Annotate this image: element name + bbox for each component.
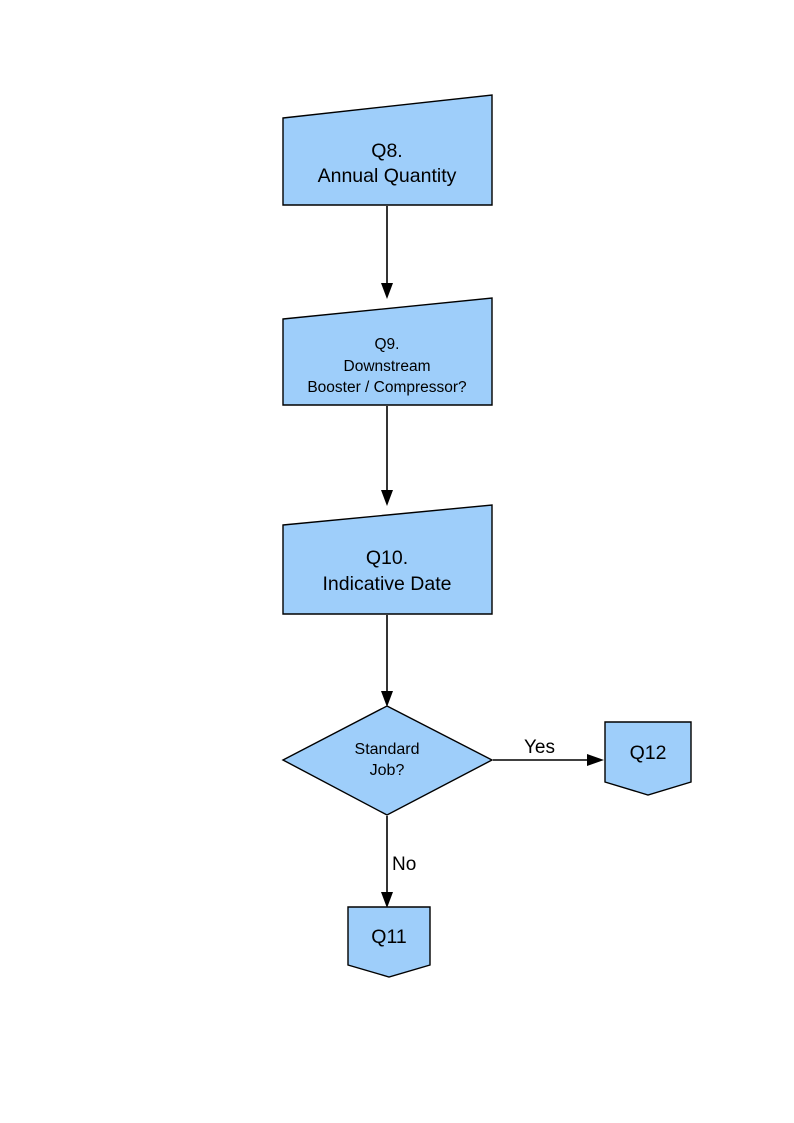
node-q10[interactable]: Q10. Indicative Date — [282, 504, 493, 615]
node-q12[interactable]: Q12 — [604, 721, 692, 796]
decision-label-line1: Standard — [355, 741, 420, 758]
node-decision-standard-job[interactable]: Standard Job? — [281, 705, 494, 816]
edge-decision-to-q12: Yes — [493, 737, 604, 766]
q9-label-line3: Booster / Compressor? — [307, 379, 467, 396]
q10-label-line2: Indicative Date — [323, 573, 452, 595]
q11-shape[interactable] — [347, 906, 431, 978]
q9-label-line1: Q9. — [375, 336, 400, 353]
q8-shape[interactable] — [282, 94, 493, 206]
edge-no-label: No — [392, 854, 416, 875]
edge-q10-decision-arrowhead — [381, 691, 393, 707]
node-q11[interactable]: Q11 — [347, 906, 431, 978]
edge-yes-label: Yes — [524, 737, 555, 758]
edge-no-arrowhead — [381, 892, 393, 908]
edge-q8-q9-arrowhead — [381, 283, 393, 299]
edge-decision-to-q11: No — [381, 816, 416, 908]
edge-yes-arrowhead — [587, 754, 604, 766]
edge-q9-to-q10 — [381, 406, 393, 506]
node-q8[interactable]: Q8. Annual Quantity — [282, 94, 493, 206]
q11-label: Q11 — [371, 926, 406, 948]
decision-shape[interactable] — [281, 705, 494, 816]
q12-shape[interactable] — [604, 721, 692, 796]
q12-label: Q12 — [630, 742, 667, 764]
node-q9[interactable]: Q9. Downstream Booster / Compressor? — [282, 297, 493, 406]
q8-label-line2: Annual Quantity — [318, 165, 457, 187]
edge-q9-q10-arrowhead — [381, 490, 393, 506]
q9-shape[interactable] — [282, 297, 493, 406]
q9-label-line2: Downstream — [344, 358, 431, 375]
q8-label-line1: Q8. — [371, 140, 402, 162]
decision-label-line2: Job? — [370, 762, 405, 779]
q10-shape[interactable] — [282, 504, 493, 615]
q10-label-line1: Q10. — [366, 547, 408, 569]
edge-q10-to-decision — [381, 615, 393, 707]
edge-q8-to-q9 — [381, 206, 393, 299]
